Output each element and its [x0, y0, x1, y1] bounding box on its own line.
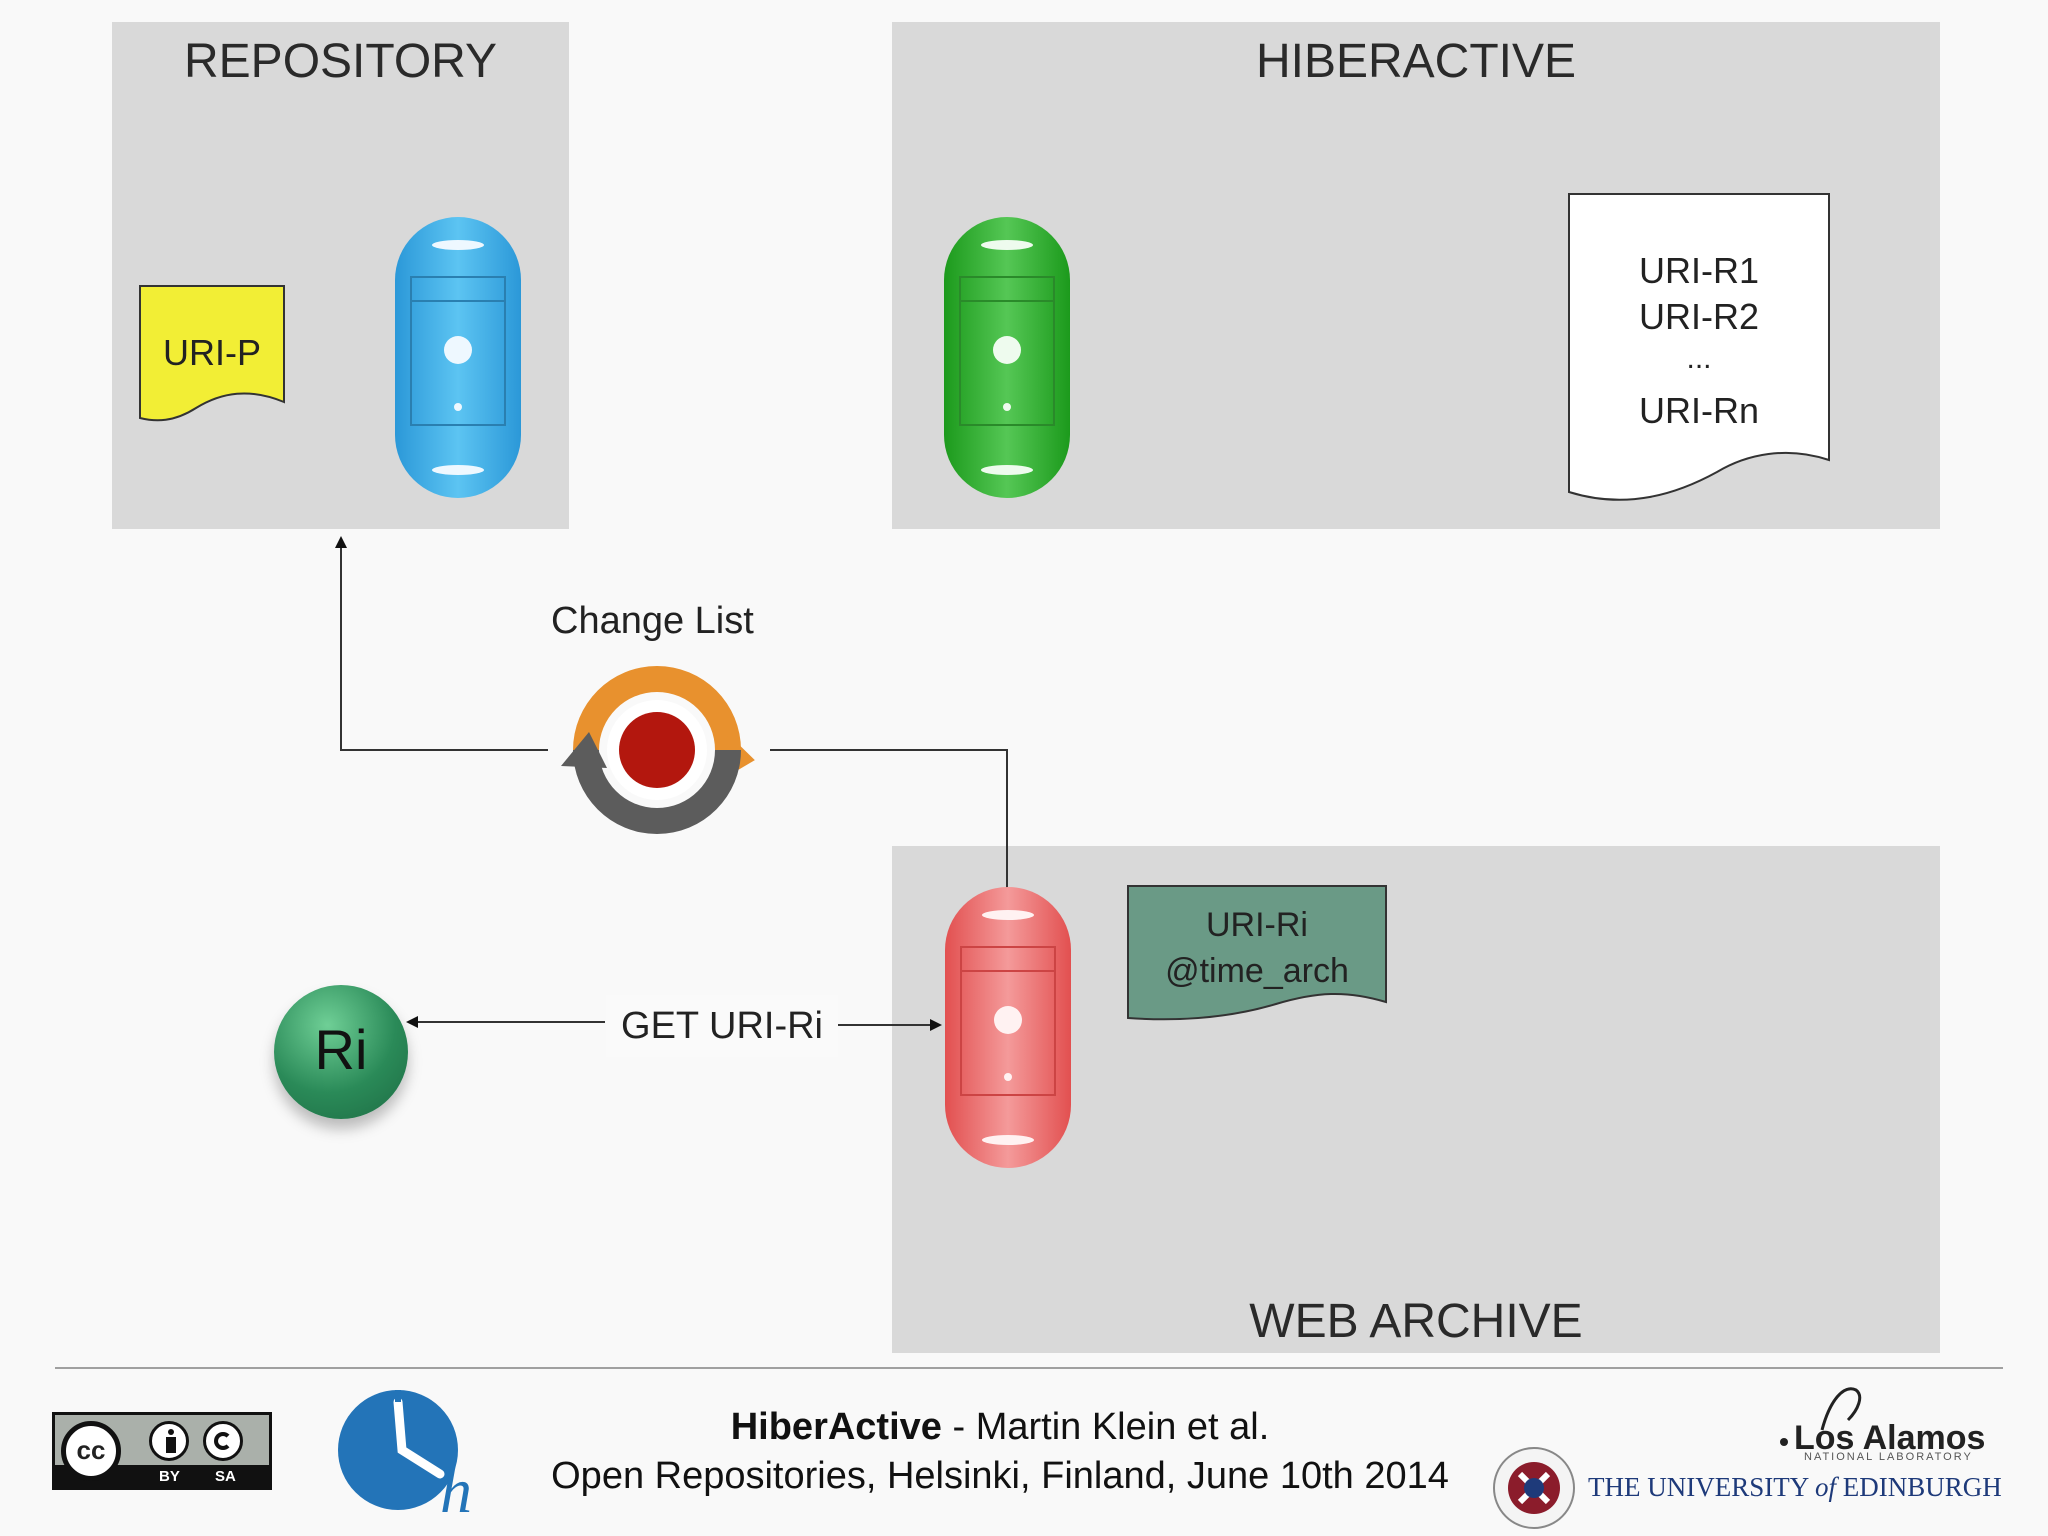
cc-by-sa-logo: cc BY SA: [52, 1412, 272, 1490]
repository-title: REPOSITORY: [184, 35, 497, 88]
web-archive-title: WEB ARCHIVE: [1249, 1295, 1583, 1348]
change-list-label: Change List: [551, 600, 754, 642]
change-list-line-right: [770, 749, 1008, 890]
uri-list-line-1: URI-R1: [1638, 250, 1759, 291]
footer-divider: [55, 1367, 2003, 1369]
resource-node: Ri: [274, 985, 408, 1119]
los-alamos-text: Los Alamos: [1794, 1419, 1985, 1457]
edinburgh-wordmark: THE UNIVERSITY of EDINBURGH: [1588, 1472, 2002, 1502]
footer-title-rest: - Martin Klein et al.: [941, 1406, 1270, 1448]
hiberactive-clock-logo: h: [338, 1390, 472, 1516]
change-list-icon: [561, 666, 755, 834]
cc-icon: cc: [61, 1421, 121, 1481]
uri-p-label: URI-P: [163, 332, 261, 373]
lanl-subtitle: NATIONAL LABORATORY: [1804, 1451, 1973, 1460]
memento-line-1: URI-Ri: [1206, 906, 1308, 944]
memento-document: URI-Ri @time_arch: [1126, 884, 1388, 1024]
footer-title-bold: HiberActive: [730, 1406, 942, 1448]
uri-list-line-2: URI-R2: [1638, 296, 1759, 337]
uri-list-line-3: ...: [1686, 342, 1712, 375]
memento-line-2: @time_arch: [1165, 952, 1349, 990]
hiberactive-server-icon: [944, 217, 1070, 498]
footer-title: HiberActive - Martin Klein et al.: [500, 1406, 1500, 1449]
los-alamos-logo: Los Alamos NATIONAL LABORATORY: [1780, 1387, 1985, 1460]
cc-sa-text: SA: [215, 1468, 236, 1485]
web-archive-server-icon: [945, 887, 1071, 1168]
hiberactive-title: HIBERACTIVE: [1255, 35, 1577, 88]
cc-by-text: BY: [159, 1468, 180, 1485]
footer-event: Open Repositories, Helsinki, Finland, Ju…: [551, 1455, 1449, 1497]
clock-logo-letter: h: [440, 1455, 472, 1516]
change-list-line-left: [335, 536, 548, 751]
uri-list-line-4: URI-Rn: [1638, 390, 1759, 431]
edinburgh-seal-logo: [1493, 1447, 1575, 1529]
uri-list-document: URI-R1 URI-R2 ... URI-Rn: [1567, 192, 1831, 512]
by-icon: [149, 1421, 189, 1461]
resource-node-label: Ri: [314, 1018, 368, 1081]
sa-icon: [203, 1421, 243, 1461]
get-request-label: GET URI-Ri: [606, 995, 838, 1057]
repository-server-icon: [395, 217, 521, 498]
uri-p-document: URI-P: [138, 284, 286, 426]
